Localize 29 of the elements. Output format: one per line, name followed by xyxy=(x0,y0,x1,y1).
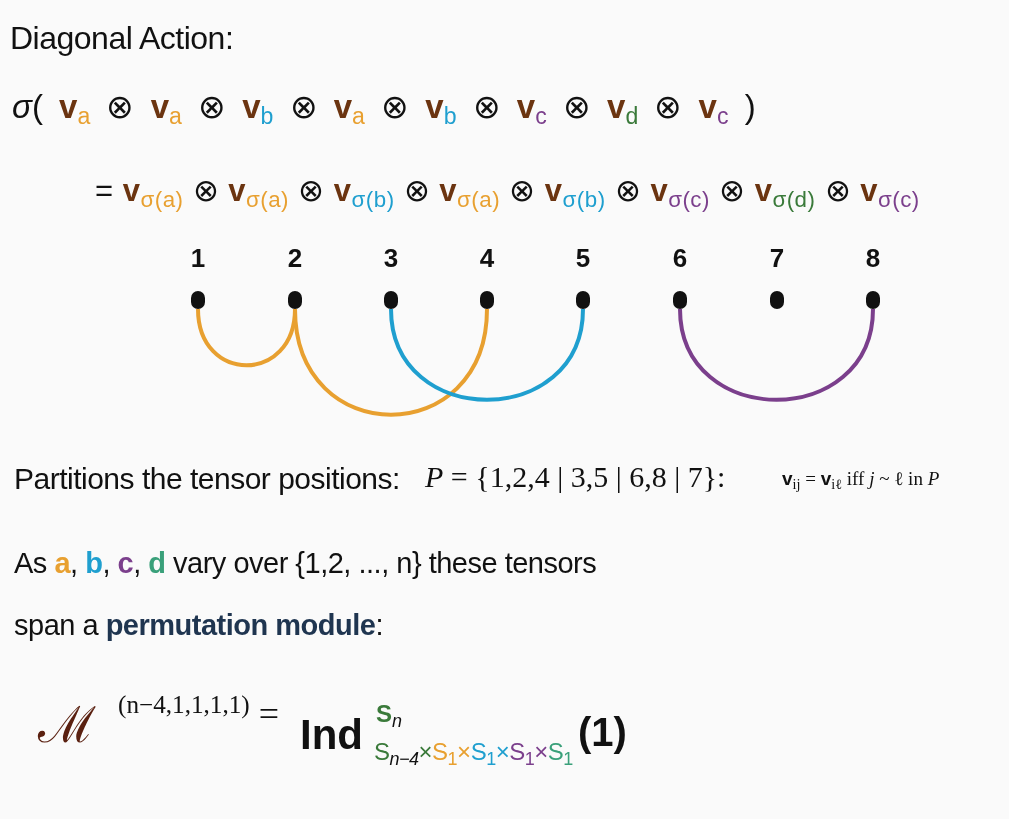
connecting-arc xyxy=(389,308,585,402)
partition-formula: P = {1,2,4 | 3,5 | 6,8 | 7}: xyxy=(425,459,726,495)
subscript-group: S$_{1}$ xyxy=(547,740,573,764)
subscript-group: S$_{n−4}$× xyxy=(374,740,433,764)
position-number: 1 xyxy=(190,245,206,271)
position-number: 2 xyxy=(287,245,303,271)
subscript-group: S$_{1}$× xyxy=(470,740,510,764)
script-m-symbol: ℳ xyxy=(38,700,96,750)
subscript-group: S$_{1}$× xyxy=(432,740,471,764)
subscript-group: S$_{1}$× xyxy=(509,740,548,764)
position-number: 6 xyxy=(672,245,688,271)
connecting-arc xyxy=(196,308,297,368)
argument: (1) xyxy=(578,712,627,752)
equality-condition: v$_{ij}$ = v$_{iℓ}$ iff j ~ ℓ in P xyxy=(782,467,940,494)
slide-title: Diagonal Action: xyxy=(10,19,234,58)
ind-operator: Ind xyxy=(300,714,363,756)
formula-line: = v$_{σ(a)}$ ⊗ v$_{σ(a)}$ ⊗ v$_{σ(b)}$ ⊗ v$_{σ(a)}$ ⊗ v$_{σ(b)}$ ⊗ v$_{σ(c)}$ ⊗ v$_{σ(d)}$ ⊗ v$_{σ(c)}$ xyxy=(95,172,920,214)
position-number: 5 xyxy=(575,245,591,271)
formula-line: σ( v$_{a}$ ⊗ v$_{a}$ ⊗ v$_{b}$ ⊗ v$_{a}$ ⊗ v$_{b}$ ⊗ v$_{c}$ ⊗ v$_{d}$ ⊗ v$_{c}$ ) xyxy=(12,87,756,131)
position-number: 7 xyxy=(769,245,785,271)
connecting-arc xyxy=(293,308,489,417)
position-number: 8 xyxy=(865,245,881,271)
text-line: Partitions the tensor positions: xyxy=(14,461,400,497)
connecting-arc xyxy=(678,308,875,402)
superscript-partition: $^{(n−4,1,1,1,1)}$ = xyxy=(118,696,280,732)
position-number: 4 xyxy=(479,245,495,271)
position-number: 3 xyxy=(383,245,399,271)
superscript-group: S$_{n}$ xyxy=(376,702,403,726)
paragraph: As a, b, c, d vary over {1,2, ..., n} these tensors span a permutation module: xyxy=(14,546,598,643)
